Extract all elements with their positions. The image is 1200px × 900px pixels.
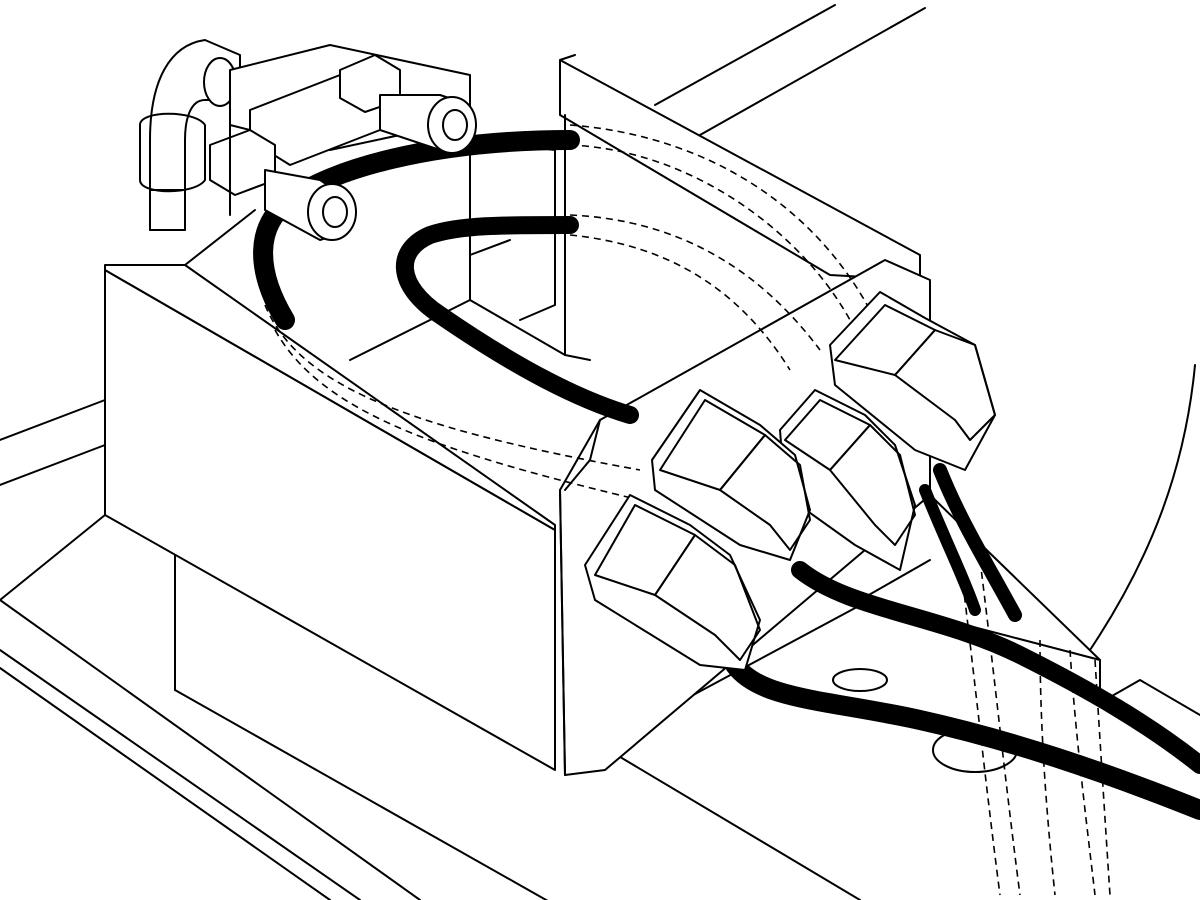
housing-block (104, 54, 921, 771)
hidden-path-3 (569, 214, 821, 351)
elbow-pipe-collar (139, 112, 206, 193)
hidden-path-1 (569, 124, 871, 311)
frame-rail-bottom-2 (0, 649, 361, 900)
connector-middle-latch (829, 424, 916, 546)
mount-hole-1 (832, 668, 888, 692)
frame-line-left-upper (0, 399, 106, 441)
frame-arc-right (1089, 364, 1196, 651)
frame-line-left-lower (0, 444, 106, 486)
hidden-path-4 (569, 234, 791, 371)
connector-lower-left (584, 494, 761, 671)
cavity-step (469, 239, 511, 256)
rear-wall-foot (564, 354, 591, 361)
hidden-path-5 (264, 304, 641, 471)
valve-fittings (209, 44, 477, 241)
cable-right-2 (919, 484, 981, 616)
frame-corner-right (1104, 679, 1200, 716)
plate-left-edge (559, 489, 566, 776)
frame-base-edge (174, 689, 549, 900)
cable-upper-run (791, 561, 1200, 774)
cable-inner-loop (396, 216, 639, 424)
frame-rail-bottom-3 (0, 667, 331, 900)
frame-diagonal-left (0, 514, 106, 601)
frame-rail-bottom-1 (0, 599, 421, 900)
connector-middle-left (651, 389, 811, 561)
elbow-pipe (139, 39, 241, 231)
cable-right-1 (933, 463, 1022, 622)
frame-rail-top-2 (699, 7, 926, 136)
fitting-right-bore (442, 109, 468, 141)
rear-wall-lip (559, 54, 576, 61)
background-frame (0, 4, 1200, 900)
hidden-path-2 (569, 144, 851, 321)
frame-base-edge-right (599, 744, 861, 900)
hidden-path-6 (274, 329, 641, 501)
hidden-path-8 (979, 559, 1021, 896)
elbow-pipe-lower-section (149, 189, 186, 231)
fitting-left-bore (322, 196, 348, 228)
connector-top-right (829, 291, 996, 471)
cavity-edge-left (184, 209, 256, 266)
connector-lower-left-body (584, 494, 761, 671)
plate-bottom-step (859, 559, 931, 601)
frame-rail-top-1 (654, 4, 836, 106)
connector-top-right-latch (894, 329, 996, 441)
housing-top-rim (104, 264, 556, 531)
rear-wall-top (559, 59, 921, 281)
connector-middle-left-latch (719, 434, 811, 551)
cable-lower-run (725, 655, 1200, 820)
connector-lower-left-latch (654, 534, 761, 661)
